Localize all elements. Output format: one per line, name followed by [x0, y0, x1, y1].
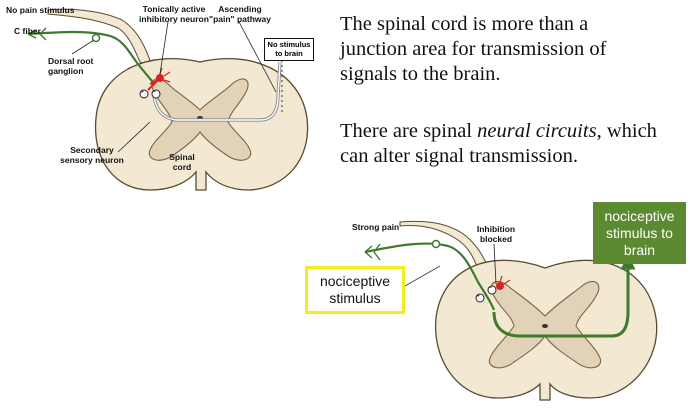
bottom-inhibitory-dendrites — [499, 275, 511, 285]
bottom-plus-marker — [475, 293, 485, 303]
top-diagram — [27, 8, 309, 191]
explanation-p2-tail: , which can alter signal transmission. — [340, 120, 657, 167]
top-c-fiber-branch — [27, 27, 47, 41]
callout-arrow-stimulus — [404, 265, 441, 287]
explanation-paragraph-1: The spinal cord is more than a junction … — [340, 13, 607, 85]
top-plus-sign: + — [140, 89, 145, 96]
bottom-minus-marker — [487, 285, 497, 295]
top-secondary-neuron-core — [153, 61, 281, 121]
bottom-plus-sign: + — [476, 293, 481, 300]
top-inhibitory-neuron — [147, 79, 159, 91]
label-strong-pain: Strong pain — [352, 222, 400, 232]
explanation-paragraph-2: There are spinal neural circuits, which … — [340, 119, 657, 169]
bottom-minus-sign: − — [488, 285, 493, 292]
bottom-inhibitory-cell-body — [496, 282, 504, 290]
bottom-ascending-signal — [492, 254, 636, 338]
bottom-ganglion-cell — [431, 239, 441, 249]
label-tonically-active: Tonically active inhibitory neuron — [139, 4, 209, 24]
bottom-central-canal — [542, 324, 548, 328]
top-minus-sign: − — [152, 89, 157, 96]
label-inhibition-blocked: Inhibition blocked — [476, 224, 516, 244]
bottom-c-fiber — [364, 242, 496, 311]
bottom-c-fiber-branch — [364, 243, 381, 261]
label-spinal-cord: Spinal cord — [169, 152, 195, 172]
leader-secondary — [117, 121, 151, 153]
leader-tonically — [159, 21, 169, 75]
bottom-diagram — [364, 220, 658, 401]
label-no-pain-stimulus: No pain stimulus — [6, 5, 75, 15]
top-ganglion-cell — [91, 33, 101, 43]
explanation-p2-emphasis: neural circuits — [477, 120, 597, 142]
leader-dorsal-root — [71, 39, 95, 55]
label-c-fiber: C fiber — [14, 26, 41, 36]
top-c-fiber — [27, 30, 155, 85]
top-minus-marker — [151, 89, 161, 99]
label-secondary-sensory-neuron: Secondary sensory neuron — [60, 145, 124, 165]
callout-nociceptive-to-brain: nociceptive stimulus to brain — [593, 202, 686, 264]
explanation-p2-lead: There are spinal — [340, 120, 478, 142]
label-ascending-pathway: Ascending "pain" pathway — [209, 4, 271, 24]
top-plus-marker — [139, 89, 149, 99]
leader-inhibition-blocked — [493, 243, 497, 285]
callout-nociceptive-stimulus: nociceptive stimulus — [305, 266, 405, 314]
label-no-stimulus-to-brain: No stimulus to brain — [264, 38, 314, 61]
leader-ascending — [237, 19, 277, 93]
label-dorsal-root-ganglion: Dorsal root ganglion — [48, 56, 94, 76]
top-inhibitory-cell-body — [156, 74, 164, 82]
